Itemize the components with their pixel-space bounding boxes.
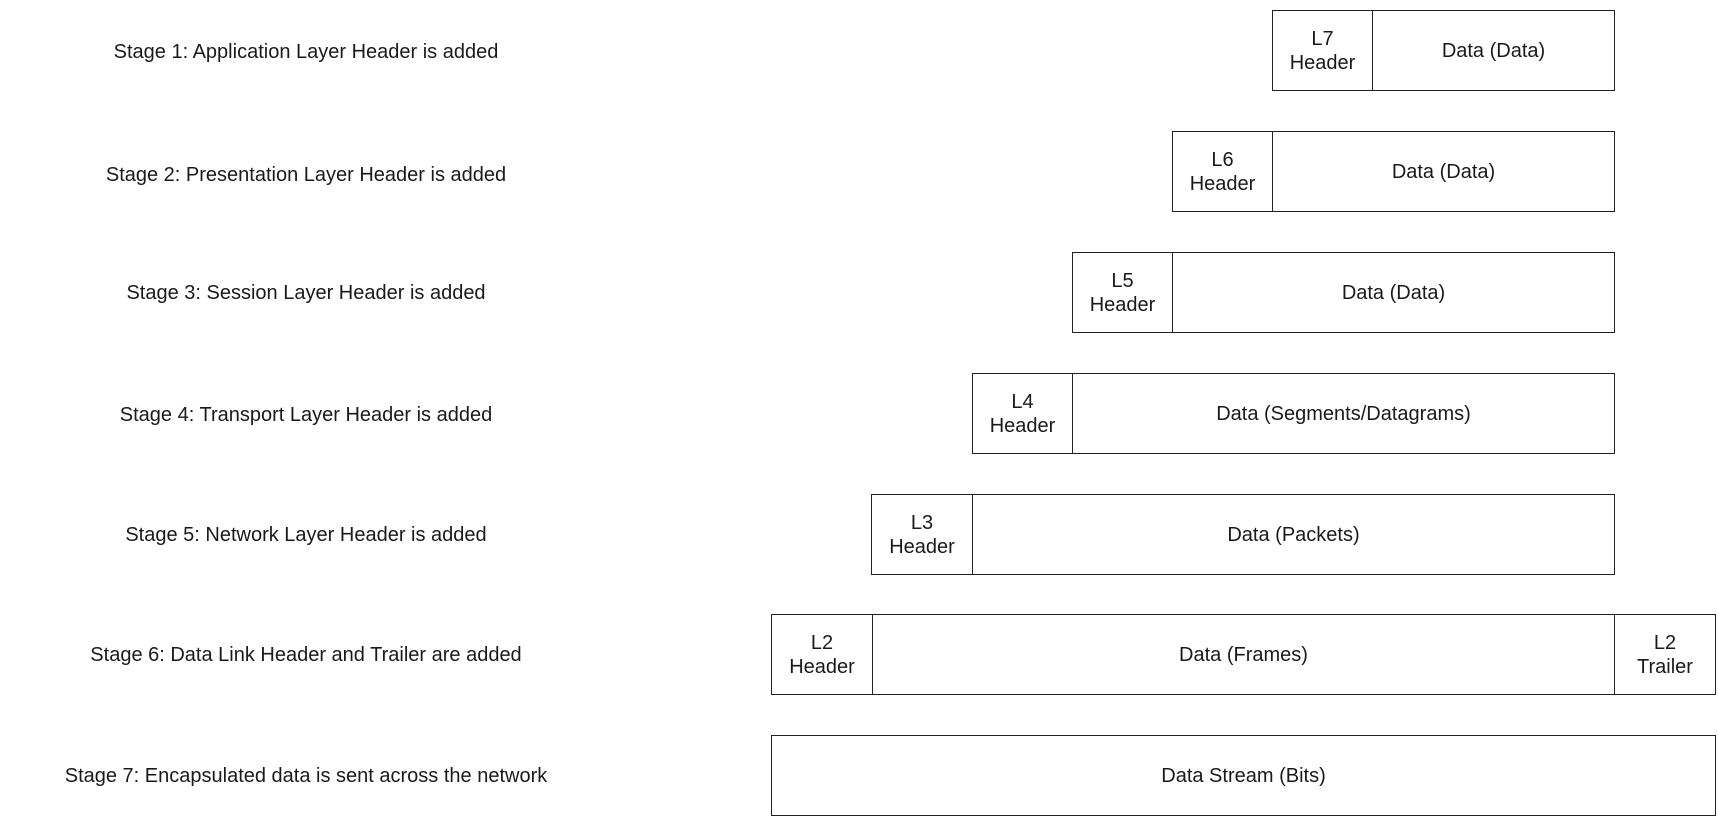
stage-1-data-label: Data (Data) — [1441, 39, 1546, 62]
l6-header-word: Header — [1189, 172, 1256, 195]
data-stream-box: Data Stream (Bits) — [771, 735, 1716, 816]
stage-2-data-box: Data (Data) — [1273, 131, 1615, 212]
stage-6-data-label: Data (Frames) — [1179, 643, 1308, 666]
l3-header-name: L3 — [910, 511, 934, 534]
stage-4-data-label: Data (Segments/Datagrams) — [1216, 402, 1471, 425]
l7-header-word: Header — [1289, 51, 1356, 74]
l4-header-word: Header — [989, 414, 1056, 437]
l7-header-name: L7 — [1311, 27, 1334, 50]
stage-5-data-label: Data (Packets) — [1227, 523, 1360, 546]
stage-6-data-box: Data (Frames) — [873, 614, 1615, 695]
l2-header-word: Header — [789, 655, 855, 678]
stage-6-label: Stage 6: Data Link Header and Trailer ar… — [90, 644, 522, 666]
l3-header-word: Header — [889, 535, 955, 558]
l2-trailer-name: L2 — [1653, 631, 1677, 654]
stage-5-label: Stage 5: Network Layer Header is added — [125, 524, 487, 546]
l2-trailer-word: Trailer — [1637, 655, 1693, 678]
stage-3-label: Stage 3: Session Layer Header is added — [126, 282, 486, 304]
stage-7-label: Stage 7: Encapsulated data is sent acros… — [64, 765, 548, 787]
stage-1-label: Stage 1: Application Layer Header is add… — [113, 41, 499, 63]
data-stream-label: Data Stream (Bits) — [1161, 764, 1326, 787]
l5-header-word: Header — [1089, 293, 1156, 316]
stage-3-data-box: Data (Data) — [1173, 252, 1615, 333]
stage-1-data-box: Data (Data) — [1373, 10, 1615, 91]
l5-header-name: L5 — [1111, 269, 1134, 292]
stage-4-label: Stage 4: Transport Layer Header is added — [119, 404, 493, 426]
stage-3-data-label: Data (Data) — [1341, 281, 1446, 304]
stage-5-data-box: Data (Packets) — [973, 494, 1615, 575]
stage-4-data-box: Data (Segments/Datagrams) — [1073, 373, 1615, 454]
stage-2-label: Stage 2: Presentation Layer Header is ad… — [105, 164, 507, 186]
l4-header-name: L4 — [1011, 390, 1034, 413]
l6-header-name: L6 — [1211, 148, 1234, 171]
l2-header-name: L2 — [810, 631, 834, 654]
stage-2-data-label: Data (Data) — [1391, 160, 1496, 183]
